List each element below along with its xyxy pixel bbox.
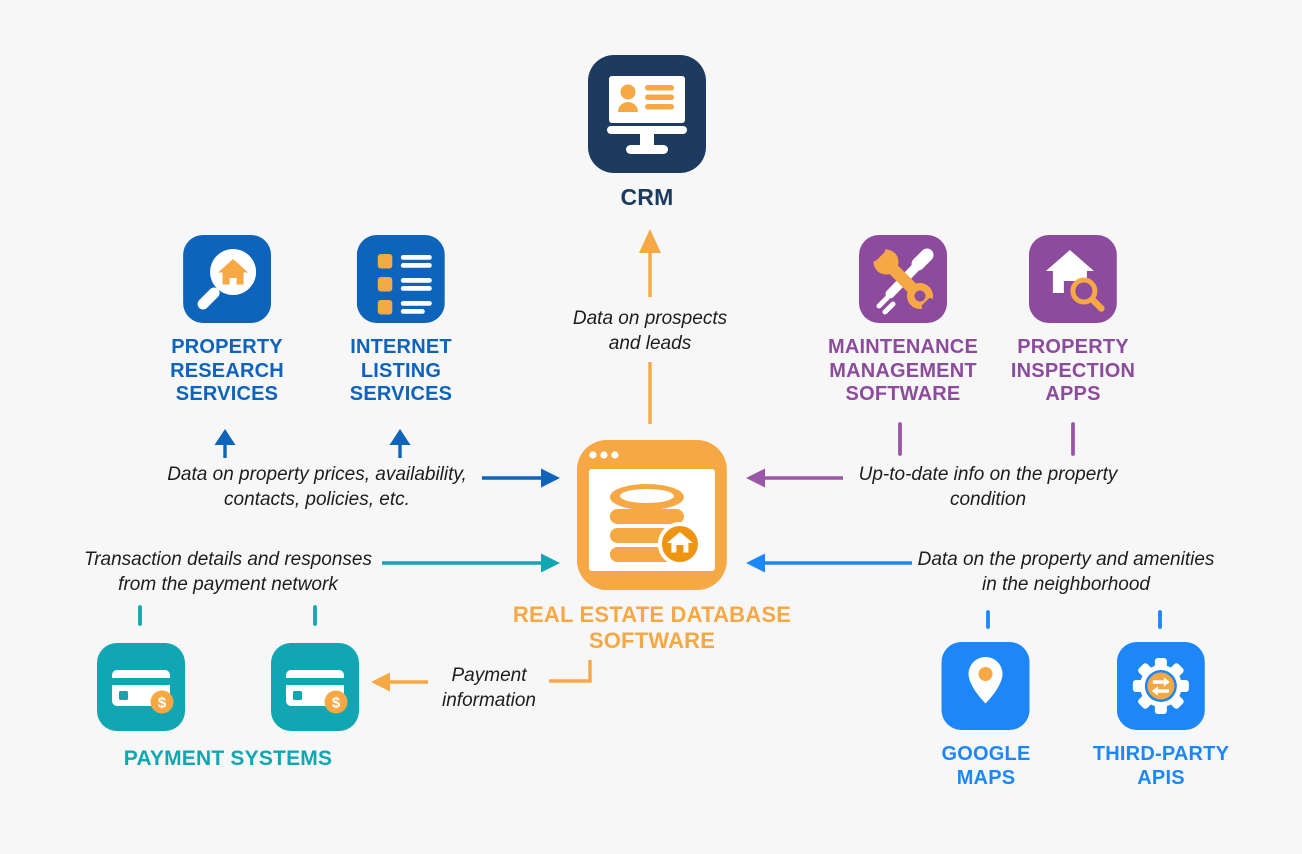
node-third-party-apis: THIRD-PARTY APIS <box>1093 642 1229 790</box>
edge-label-maintenance: Up-to-date info on the property conditio… <box>859 462 1118 512</box>
credit-card-icon: $ <box>271 643 359 731</box>
edge-label-listing: Data on property prices, availability, c… <box>167 462 467 512</box>
label-line: THIRD-PARTY <box>1092 743 1230 765</box>
edge-label-line: condition <box>949 489 1027 511</box>
property-research-label: PROPERTY RESEARCH SERVICES <box>170 336 284 407</box>
maintenance-label: MAINTENANCE MANAGEMENT SOFTWARE <box>828 336 978 407</box>
connector-maps-ticks <box>986 610 1162 629</box>
edge-label-line: from the payment network <box>118 574 338 596</box>
edge-label-line: Payment <box>451 665 527 686</box>
property-inspection-label: PROPERTY INSPECTION APPS <box>1011 336 1135 407</box>
internet-listing-label: INTERNET LISTING SERVICES <box>350 336 452 407</box>
label-line: GOOGLE <box>941 743 1031 765</box>
payment-systems-label: PAYMENT SYSTEMS <box>124 747 332 772</box>
edge-label-line: Up-to-date info on the property <box>858 464 1118 485</box>
node-payment-systems: $ $ PAYMENT SYSTEMS <box>97 643 359 772</box>
label-line: INSPECTION <box>1010 359 1136 382</box>
database-label: REAL ESTATE DATABASE SOFTWARE <box>513 602 791 654</box>
node-maintenance: MAINTENANCE MANAGEMENT SOFTWARE <box>828 235 978 407</box>
crm-label: CRM <box>621 184 674 211</box>
edge-label-maps: Data on the property and amenities in th… <box>918 547 1215 597</box>
label-line: SOFTWARE <box>845 383 961 406</box>
label-line: MAPS <box>956 766 1016 789</box>
third-party-apis-label: THIRD-PARTY APIS <box>1093 743 1229 790</box>
connector-payment-ticks <box>138 605 317 626</box>
label-line: PROPERTY <box>1017 336 1129 358</box>
edge-label-line: and leads <box>608 333 692 355</box>
label-line: SERVICES <box>349 383 453 406</box>
edge-label-line: Transaction details and responses <box>84 549 372 570</box>
database-browser-icon <box>576 440 727 590</box>
label-line: MAINTENANCE <box>828 336 978 358</box>
google-maps-label: GOOGLE MAPS <box>942 743 1031 790</box>
node-property-inspection: PROPERTY INSPECTION APPS <box>1011 235 1135 407</box>
credit-card-icon: $ <box>97 643 185 731</box>
wrench-screwdriver-icon <box>858 235 947 323</box>
node-google-maps: GOOGLE MAPS <box>942 642 1031 790</box>
label-line: INTERNET <box>350 336 452 358</box>
connector-maintenance-ticks <box>898 422 1075 456</box>
node-crm: CRM <box>588 55 706 211</box>
label-line: SERVICES <box>175 383 279 406</box>
svg-text:$: $ <box>332 695 341 712</box>
map-pin-icon <box>941 642 1030 730</box>
property-search-icon <box>183 235 271 323</box>
house-inspection-icon <box>1029 235 1117 323</box>
label-line: MANAGEMENT <box>829 359 977 382</box>
svg-text:$: $ <box>158 695 167 712</box>
listing-list-icon <box>356 235 445 323</box>
label-line: PROPERTY <box>171 336 283 358</box>
arrow-up-internet-listing <box>389 429 411 458</box>
node-database: REAL ESTATE DATABASE SOFTWARE <box>513 440 791 654</box>
label-line: PAYMENT SYSTEMS <box>123 747 333 770</box>
edge-label-line: information <box>442 690 536 712</box>
node-property-research: PROPERTY RESEARCH SERVICES <box>170 235 284 407</box>
crm-monitor-icon <box>588 55 706 173</box>
label-line: LISTING <box>360 359 442 382</box>
label-line: RESEARCH <box>170 359 284 382</box>
arrow-up-property-research <box>214 429 236 458</box>
edge-label-line: Data on property prices, availability, <box>167 464 467 485</box>
label-line: CRM <box>620 184 674 210</box>
edge-label-line: contacts, policies, etc. <box>224 489 410 511</box>
label-line: APPS <box>1045 383 1101 406</box>
api-gear-icon <box>1116 642 1205 730</box>
label-line: REAL ESTATE DATABASE <box>512 602 792 627</box>
edge-label-crm: Data on prospects and leads <box>573 306 727 356</box>
edge-label-line: in the neighborhood <box>982 574 1150 596</box>
payment-icons-row: $ $ <box>97 643 359 731</box>
edge-label-line: Data on the property and amenities <box>917 549 1215 570</box>
label-line: SOFTWARE <box>588 627 716 653</box>
node-internet-listing: INTERNET LISTING SERVICES <box>350 235 452 407</box>
edge-label-payment-out: Payment information <box>442 663 536 713</box>
label-line: APIS <box>1137 766 1185 789</box>
edge-label-line: Data on prospects <box>572 308 728 329</box>
edge-label-payment-in: Transaction details and responses from t… <box>84 547 372 597</box>
